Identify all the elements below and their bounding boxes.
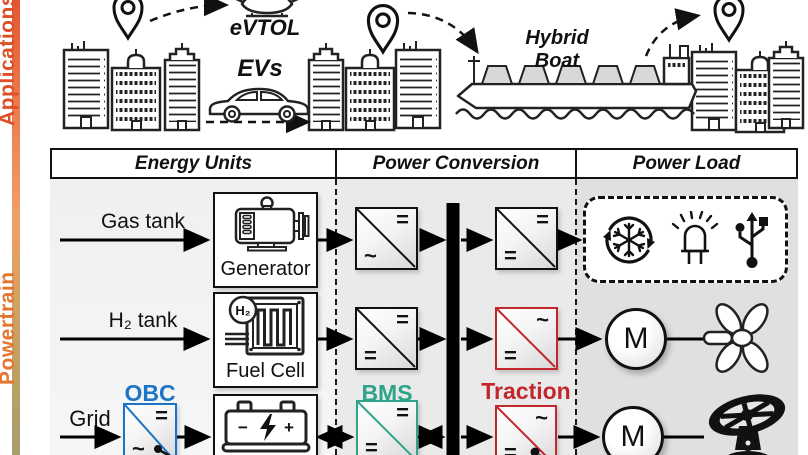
converter-obc: = ~ <box>123 403 177 455</box>
conv-symbol: = <box>396 400 409 425</box>
motor-circle: M <box>605 308 667 370</box>
header-power-load: Power Load <box>632 152 741 174</box>
converter-traction-inverter-1: ~ = <box>495 307 558 370</box>
conv-symbol: = <box>536 207 549 232</box>
obc-label: OBC <box>124 380 176 406</box>
led-light-icon <box>671 210 718 264</box>
traction-label: Traction <box>481 378 571 404</box>
converter-gas-acdc: = ~ <box>355 207 418 270</box>
conv-symbol: = <box>396 207 409 232</box>
h2-badge-label: H₂ <box>235 303 250 318</box>
conv-symbol: = <box>155 403 168 428</box>
motor-circle: M <box>602 406 664 455</box>
powertrain-connectors <box>60 203 710 455</box>
evs-label: EVs <box>237 55 283 82</box>
grid-label: Grid <box>69 406 111 431</box>
conv-symbol: ~ <box>132 436 145 455</box>
route-arrow <box>407 11 479 55</box>
hvac-cooling-icon <box>602 215 655 264</box>
route-arrow <box>149 0 229 23</box>
evtol-aircraft-icon <box>235 0 299 18</box>
conv-symbol: ~ <box>536 307 549 332</box>
battery-box: − + Battery <box>213 394 318 455</box>
city-skyline-icon <box>307 39 442 132</box>
evtol-label: eVTOL <box>229 15 301 40</box>
gas-tank-label: Gas tank <box>100 210 186 233</box>
city-skyline-icon <box>690 39 805 134</box>
generator-motor-icon <box>234 196 309 252</box>
location-pin-icon <box>366 3 400 54</box>
ev-car-icon <box>208 87 310 123</box>
location-pin-icon <box>112 0 144 40</box>
converter-bms: = = <box>356 400 418 455</box>
applications-scene <box>62 0 805 134</box>
accent-gradient-bar <box>12 0 20 455</box>
conv-symbol: = <box>396 307 409 332</box>
conv-symbol: ~ <box>535 405 548 430</box>
conv-symbol: = <box>365 435 378 455</box>
hybrid-boat-label: Hybrid Boat <box>525 27 589 72</box>
header-power-conversion: Power Conversion <box>337 150 577 177</box>
converter-gas-dcdc: = = <box>495 207 558 270</box>
fuel-cell-label: Fuel Cell <box>226 360 305 382</box>
table-header-row: Energy Units Power Conversion Power Load <box>50 148 798 179</box>
usb-icon <box>735 211 768 268</box>
header-energy-units: Energy Units <box>52 150 337 177</box>
battery-plus-sign: + <box>284 418 294 437</box>
generator-box: Generator <box>213 192 318 288</box>
bms-label: BMS <box>361 380 413 406</box>
fuel-cell-stack-icon: H₂ <box>224 295 304 356</box>
route-arrow <box>644 8 701 57</box>
cargo-ship-icon <box>455 44 698 120</box>
h2-tank-label: H₂ tank <box>108 309 178 332</box>
city-skyline-icon <box>62 39 201 132</box>
conv-symbol: = <box>364 343 377 368</box>
dc-bus-bar <box>446 203 460 455</box>
battery-icon: − + <box>221 400 310 453</box>
conv-symbol: = <box>504 440 517 455</box>
conv-symbol: = <box>504 343 517 368</box>
propeller-icon <box>702 303 769 373</box>
wheel-icon <box>708 394 786 455</box>
auxiliary-loads-box <box>583 196 788 283</box>
converter-h2-dcdc: = = <box>355 307 418 370</box>
location-pin-icon <box>713 0 745 42</box>
fuel-cell-box: H₂ Fuel Cell <box>213 292 318 388</box>
conv-symbol: ~ <box>364 243 377 268</box>
converter-traction-inverter-2: ~ = <box>495 405 557 455</box>
generator-label: Generator <box>220 258 311 280</box>
battery-minus-sign: − <box>238 418 248 437</box>
conv-symbol: = <box>504 243 517 268</box>
